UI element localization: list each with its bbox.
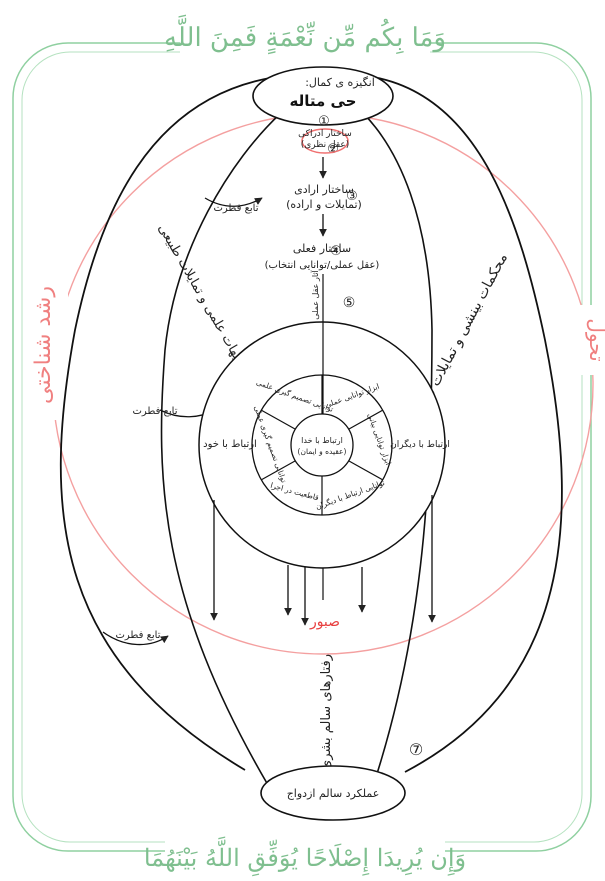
- bottom-node-label: عملکرد سالم ازدواج: [287, 787, 380, 800]
- number-7: ⑦: [409, 740, 423, 759]
- left-side-label: رشد شناختی: [31, 286, 56, 404]
- wheel-left-label: ارتباط با خود: [203, 439, 257, 450]
- tabe-fetrat-2: تابع فطرت: [132, 406, 177, 417]
- top-verse-bg: [180, 10, 430, 56]
- outcome-label: رفتارهای سالم بشری: [319, 654, 334, 770]
- step1-highlight: [301, 128, 349, 154]
- number-5: ⑤: [343, 295, 356, 311]
- step1-line2: (عقل نظری): [301, 140, 350, 150]
- right-side-bg: [578, 305, 605, 375]
- fetrat-arrow-1: [204, 197, 263, 207]
- step1-line1: ساختار ادراکی: [298, 129, 352, 139]
- axis-label: آثار عقل عملی: [310, 270, 320, 320]
- outer-arc: [59, 77, 563, 773]
- wheel-center: [290, 413, 354, 477]
- wheel-center-line2: (عقیده و ایمان): [298, 447, 347, 456]
- step2-line2: (تمایلات و اراده): [286, 198, 362, 211]
- wheel-right-label: ارتباط با دیگران: [390, 438, 450, 450]
- fetrat-arrow-3: [102, 631, 169, 646]
- step3-line2: (عقل عملی/توانایی انتخاب): [265, 260, 380, 271]
- tabe-fetrat-1: تابع فطرت: [213, 203, 258, 214]
- bottom-verse: وَإِن يُرِيدَا إِصْلَاحًا يُوَفِّقِ اللَ…: [144, 837, 466, 877]
- bottom-node: [260, 765, 406, 821]
- left-inner-arc: [160, 111, 283, 786]
- top-node-line1: انگیزه ی کمال:: [305, 76, 375, 89]
- number-1: ①: [318, 114, 330, 129]
- tabe-fetrat-3: تابع فطرت: [115, 630, 160, 641]
- watermark-small: صبور: [309, 614, 340, 630]
- wheel-spokes: [260, 375, 384, 515]
- number-4: ④: [330, 244, 342, 259]
- step3-line1: ساختار فعلی: [293, 242, 351, 255]
- top-node: [252, 66, 394, 126]
- step2-line1: ساختار ارادی: [294, 183, 354, 196]
- right-side-label: تحول: [585, 318, 605, 361]
- wheel-center-line1: ارتباط با خدا: [301, 436, 343, 445]
- number-3: ③: [346, 189, 358, 204]
- number-2: ②: [327, 142, 339, 157]
- left-side-bg: [30, 270, 68, 420]
- top-node-line2: حی متاله: [290, 92, 357, 110]
- right-inner-arc: [361, 111, 433, 781]
- bottom-verse-bg: [165, 832, 445, 878]
- outcome-arrows: [210, 495, 436, 626]
